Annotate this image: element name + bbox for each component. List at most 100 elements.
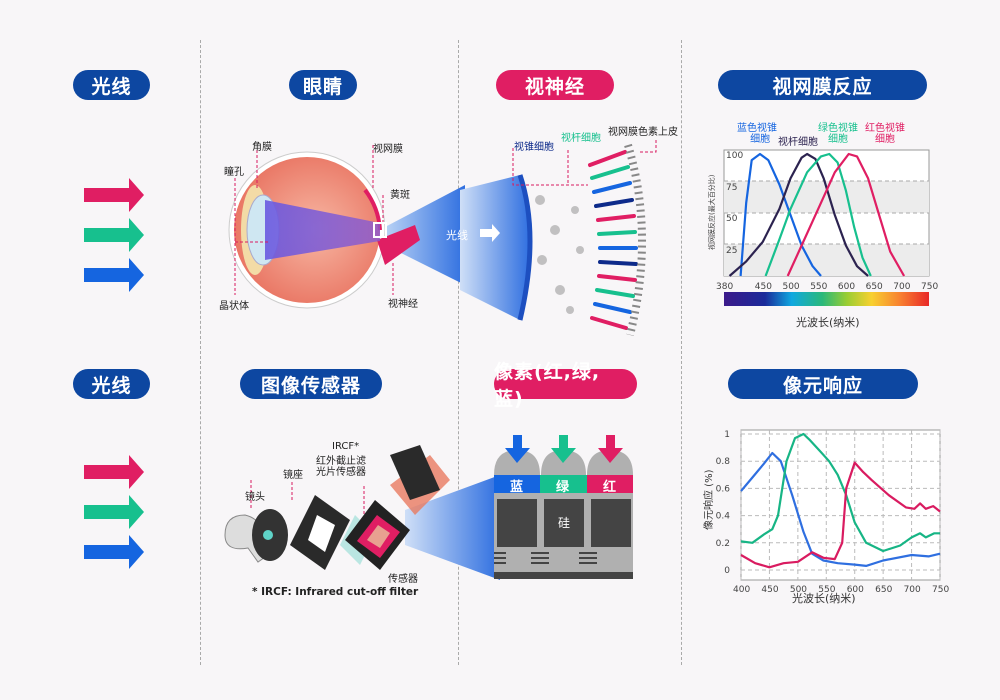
blue-down-arrow-icon <box>505 435 530 463</box>
column-divider <box>200 40 201 665</box>
svg-text:600: 600 <box>847 585 864 595</box>
green-down-arrow-icon <box>551 435 576 463</box>
legend-blue-cone: 蓝色视锥 细胞 <box>737 123 777 145</box>
column-divider <box>458 40 459 665</box>
svg-text:0.2: 0.2 <box>716 539 730 549</box>
light-label-inner: 光线 <box>446 229 468 242</box>
series-line <box>740 432 940 553</box>
series-line <box>764 152 872 277</box>
pixel-title-pill: 像素(红,绿, 蓝) <box>494 361 637 410</box>
svg-text:75: 75 <box>726 183 737 193</box>
pixel-response-title: 像元响应 <box>782 374 863 397</box>
spectrum-colorbar <box>724 292 929 306</box>
image-sensor-title-pill: 图像传感器 <box>240 369 382 399</box>
light-label-pill: 光线 <box>73 70 150 100</box>
series-line <box>739 152 822 277</box>
rgb-light-arrows-2 <box>84 455 144 569</box>
svg-text:0.8: 0.8 <box>716 457 731 467</box>
pixel-title: 像素(红,绿, 蓝) <box>494 361 601 410</box>
green-filter-label: 绿 <box>556 480 570 495</box>
series-line <box>728 152 869 277</box>
svg-text:700: 700 <box>904 585 921 595</box>
eye-illustration <box>228 145 465 309</box>
svg-text:650: 650 <box>866 282 883 292</box>
legend-red-cone: 红色视锥细胞 <box>865 123 905 145</box>
retina-response-chart: 100 75 50 25 视网膜反应(最大百分比) 380 450 500 550 600 65… <box>707 149 938 329</box>
svg-text:550: 550 <box>818 585 835 595</box>
macula-label: 黄斑 <box>390 190 410 201</box>
retina-cell-diagram <box>460 140 657 336</box>
series-line <box>740 461 941 569</box>
light-label-2: 光线 <box>91 374 132 397</box>
pixel-xlabel: 光波长(纳米) <box>792 591 856 605</box>
ircf-footnote: * IRCF: Infrared cut-off filter <box>252 586 419 598</box>
svg-text:750: 750 <box>932 585 949 595</box>
pixel-ylabel: 像元响应 (%) <box>702 469 715 530</box>
svg-text:550: 550 <box>810 282 827 292</box>
svg-text:750: 750 <box>921 282 938 292</box>
svg-text:0.4: 0.4 <box>716 512 731 522</box>
ircf-title-label: IRCF* <box>332 441 360 452</box>
lens-mount-label: 镜座 <box>283 470 303 481</box>
optic-nerve-title-pill: 视神经 <box>496 70 614 100</box>
cornea-label: 角膜 <box>252 142 272 153</box>
rpe-label: 视网膜色素上皮 <box>608 127 678 138</box>
silicon-label: 硅 <box>558 516 571 530</box>
svg-text:400: 400 <box>733 585 750 595</box>
svg-text:50: 50 <box>726 214 738 224</box>
retina-xlabel: 光波长(纳米) <box>796 315 860 329</box>
blue-arrow-icon <box>84 535 144 569</box>
svg-text:380: 380 <box>716 282 733 292</box>
svg-text:25: 25 <box>726 246 737 256</box>
green-arrow-icon <box>84 495 144 529</box>
ircf-line1-label: 红外截止滤 <box>316 456 366 467</box>
lens-crystalline-label: 晶状体 <box>219 301 249 312</box>
column-divider <box>681 40 682 665</box>
retina-response-title-pill: 视网膜反应 <box>718 70 927 100</box>
svg-text:0.6: 0.6 <box>716 484 731 494</box>
retina-response-title: 视网膜反应 <box>772 75 873 98</box>
svg-text:600: 600 <box>838 282 855 292</box>
pixel-response-title-pill: 像元响应 <box>728 369 918 399</box>
ircf-line2-label: 光片传感器 <box>316 467 366 478</box>
series-line <box>786 152 906 277</box>
camera-module-illustration <box>224 445 500 580</box>
eye-title-pill: 眼睛 <box>289 70 357 100</box>
green-arrow-icon <box>84 218 144 252</box>
blue-filter-label: 蓝 <box>510 480 524 495</box>
svg-text:450: 450 <box>761 585 778 595</box>
svg-text:1: 1 <box>724 430 730 440</box>
light-label: 光线 <box>91 75 132 98</box>
optic-nerve-label: 视神经 <box>388 299 418 310</box>
svg-text:100: 100 <box>726 151 743 161</box>
legend-green-cone: 绿色视锥细胞 <box>818 123 858 145</box>
pink-arrow-icon <box>84 178 144 212</box>
svg-text:700: 700 <box>893 282 910 292</box>
image-sensor-title: 图像传感器 <box>260 374 361 397</box>
light-arrow-icon <box>480 224 500 242</box>
camera-lens-label: 镜头 <box>245 492 265 503</box>
svg-text:500: 500 <box>790 585 807 595</box>
red-filter-label: 红 <box>603 480 617 495</box>
svg-text:450: 450 <box>755 282 772 292</box>
rgb-light-arrows <box>84 178 144 292</box>
pupil-label: 瞳孔 <box>224 167 244 178</box>
eye-title: 眼睛 <box>302 75 343 98</box>
blue-arrow-icon <box>84 258 144 292</box>
red-down-arrow-icon <box>598 435 623 463</box>
series-line <box>740 451 941 567</box>
rod-cell-label: 视杆细胞 <box>561 133 601 144</box>
svg-text:0: 0 <box>724 566 730 576</box>
optic-nerve-title: 视神经 <box>524 75 585 98</box>
light-label-pill-2: 光线 <box>73 369 150 399</box>
sensor-label: 传感器 <box>388 574 418 585</box>
retina-label: 视网膜 <box>373 144 403 155</box>
retina-ylabel: 视网膜反应(最大百分比) <box>707 174 716 250</box>
legend-rod: 视杆细胞 <box>778 137 818 148</box>
cone-cell-label: 视锥细胞 <box>514 142 554 153</box>
svg-text:650: 650 <box>875 585 892 595</box>
pixel-stack-diagram <box>494 435 633 579</box>
svg-text:500: 500 <box>782 282 799 292</box>
pink-arrow-icon <box>84 455 144 489</box>
